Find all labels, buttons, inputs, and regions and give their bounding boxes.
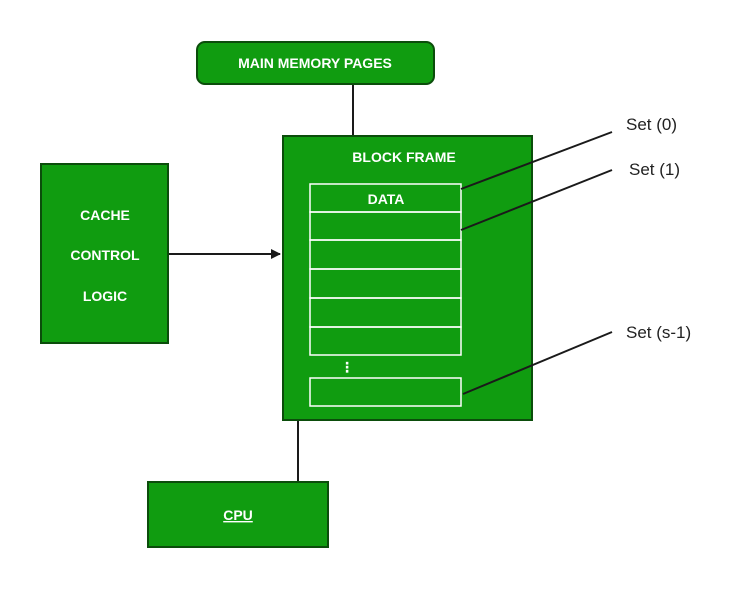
slots-ellipsis: ⋮: [340, 359, 354, 375]
cache-control-line2: CONTROL: [70, 247, 140, 263]
slot-last: [309, 377, 462, 407]
slot: [309, 326, 462, 356]
cache-control-logic-box: CACHE CONTROL LOGIC: [40, 163, 169, 344]
set-0-label: Set (0): [626, 115, 677, 134]
main-memory-pages-label: MAIN MEMORY PAGES: [238, 55, 392, 71]
main-memory-pages-box: MAIN MEMORY PAGES: [196, 41, 435, 85]
cpu-label: CPU: [223, 507, 253, 523]
block-frame-slots: DATA ⋮: [309, 183, 462, 407]
set-1-leader: [460, 169, 613, 231]
set-last-leader: [462, 331, 613, 395]
set-last-label: Set (s-1): [626, 323, 691, 342]
cpu-box: CPU: [147, 481, 329, 548]
data-label: DATA: [368, 191, 405, 207]
block-frame-label: BLOCK FRAME: [352, 149, 455, 165]
cache-control-line1: CACHE: [80, 207, 130, 223]
set-0-leader: [460, 131, 613, 190]
cache-control-line3: LOGIC: [83, 288, 127, 304]
set-1-label: Set (1): [629, 160, 680, 179]
